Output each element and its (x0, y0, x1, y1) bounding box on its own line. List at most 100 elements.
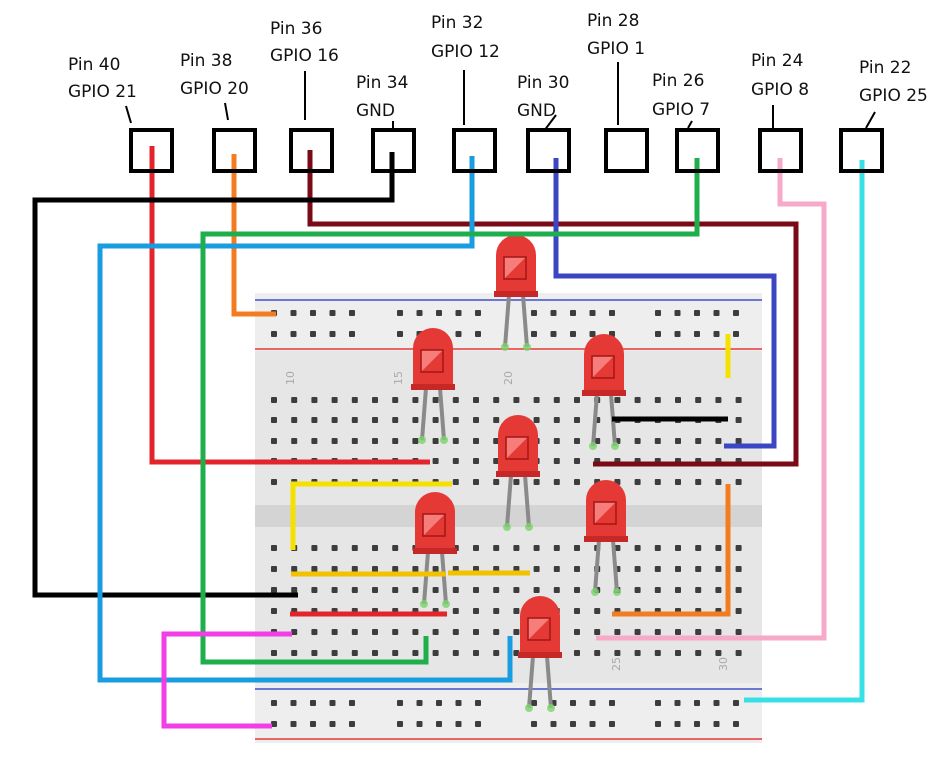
hole (533, 479, 540, 485)
led-leg-glow (525, 523, 533, 531)
hole (271, 397, 277, 403)
led-frame (591, 355, 615, 379)
pin-function-label: GPIO 20 (180, 79, 249, 99)
hole (634, 438, 641, 444)
hole (473, 479, 479, 485)
hole (372, 650, 378, 656)
led (413, 492, 457, 608)
hole (735, 587, 742, 593)
hole (452, 438, 459, 444)
hole (574, 566, 580, 572)
pin-function-label: GPIO 12 (431, 42, 500, 62)
led-rim (411, 384, 455, 390)
hole (713, 721, 720, 727)
hole (695, 587, 702, 593)
hole (655, 721, 661, 727)
wire-pin38-orange (231, 154, 276, 317)
hole (614, 650, 621, 656)
hole (310, 721, 316, 727)
led-leg (438, 387, 446, 441)
hole (473, 545, 479, 551)
hole (634, 479, 641, 485)
hole (475, 700, 481, 706)
hole (392, 566, 399, 572)
hole (372, 438, 378, 444)
hole (349, 721, 355, 727)
hole (452, 479, 459, 485)
pin-number-label: Pin 24 (751, 51, 803, 71)
hole (372, 587, 378, 593)
hole (493, 479, 500, 485)
hole (290, 721, 297, 727)
hole (553, 438, 560, 444)
hole (432, 587, 439, 593)
hole (634, 545, 641, 551)
led-highlight (504, 257, 526, 279)
hole (735, 397, 742, 403)
hole (455, 310, 462, 316)
hole (589, 700, 596, 706)
led-leg-glow (501, 343, 509, 351)
hole (609, 721, 615, 727)
led-leg-glow (420, 600, 428, 608)
hole (493, 417, 500, 423)
hole (493, 629, 500, 635)
hole (349, 331, 355, 337)
led-leg-glow (591, 588, 599, 596)
pin-number-label: Pin 38 (180, 51, 232, 71)
header-pin-box (758, 128, 803, 173)
pin-leader-line (125, 105, 132, 124)
hole (392, 397, 399, 403)
wire-pin26-green (200, 158, 700, 665)
led-rim (413, 548, 457, 554)
pin-number-label: Pin 40 (68, 55, 120, 75)
hole (372, 417, 378, 423)
hole (550, 310, 557, 316)
hole (475, 721, 481, 727)
hole (436, 310, 442, 316)
header-pin-box (212, 128, 257, 173)
hole (674, 310, 681, 316)
hole (412, 417, 419, 423)
led-leg (440, 551, 448, 605)
pin-function-label: GPIO 1 (587, 39, 645, 59)
header-pin-box (675, 128, 720, 173)
wire-pin34-black (32, 152, 395, 598)
hole (493, 397, 500, 403)
header-pin-box (129, 128, 174, 173)
header-pin-box (452, 128, 497, 173)
hole (594, 650, 601, 656)
hole (412, 438, 419, 444)
hole (513, 545, 520, 551)
led-leg (527, 655, 535, 709)
hole (655, 310, 661, 316)
led (582, 334, 626, 450)
hole (713, 331, 720, 337)
hole (735, 566, 742, 572)
led (494, 235, 538, 351)
column-label: 10 (284, 371, 297, 385)
hole (513, 629, 520, 635)
hole (452, 629, 459, 635)
hole (436, 721, 442, 727)
pin-function-label: GPIO 25 (859, 86, 928, 106)
hole (291, 417, 298, 423)
led-leg (420, 387, 428, 441)
hole (351, 587, 358, 593)
hole (493, 438, 500, 444)
hole (533, 566, 540, 572)
hole (733, 700, 739, 706)
hole (654, 650, 661, 656)
led-leg (521, 294, 529, 348)
hole (432, 397, 439, 403)
hole (533, 587, 540, 593)
pin-function-label: GND (517, 101, 556, 121)
led-frame (505, 436, 529, 460)
hole (513, 587, 520, 593)
hole (397, 331, 403, 337)
